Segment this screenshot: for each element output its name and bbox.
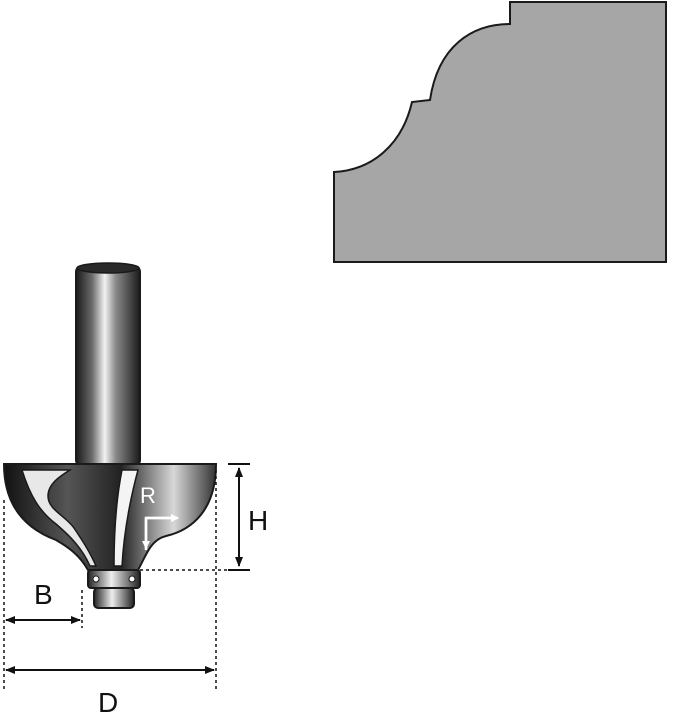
bearing-label: B xyxy=(34,579,53,610)
bearing-bottom xyxy=(93,587,135,609)
radius-indicator xyxy=(142,514,179,550)
diameter-label: D xyxy=(98,687,118,718)
radius-label: R xyxy=(140,483,156,508)
bit-shank xyxy=(75,265,141,467)
height-label: H xyxy=(248,505,268,536)
cutting-edge-left xyxy=(20,469,98,567)
cutting-edge-center xyxy=(113,469,139,567)
ogee-profile-shape xyxy=(333,1,667,263)
shank-top xyxy=(76,262,140,274)
height-dimension xyxy=(228,463,250,571)
router-bit-icon xyxy=(2,262,218,609)
